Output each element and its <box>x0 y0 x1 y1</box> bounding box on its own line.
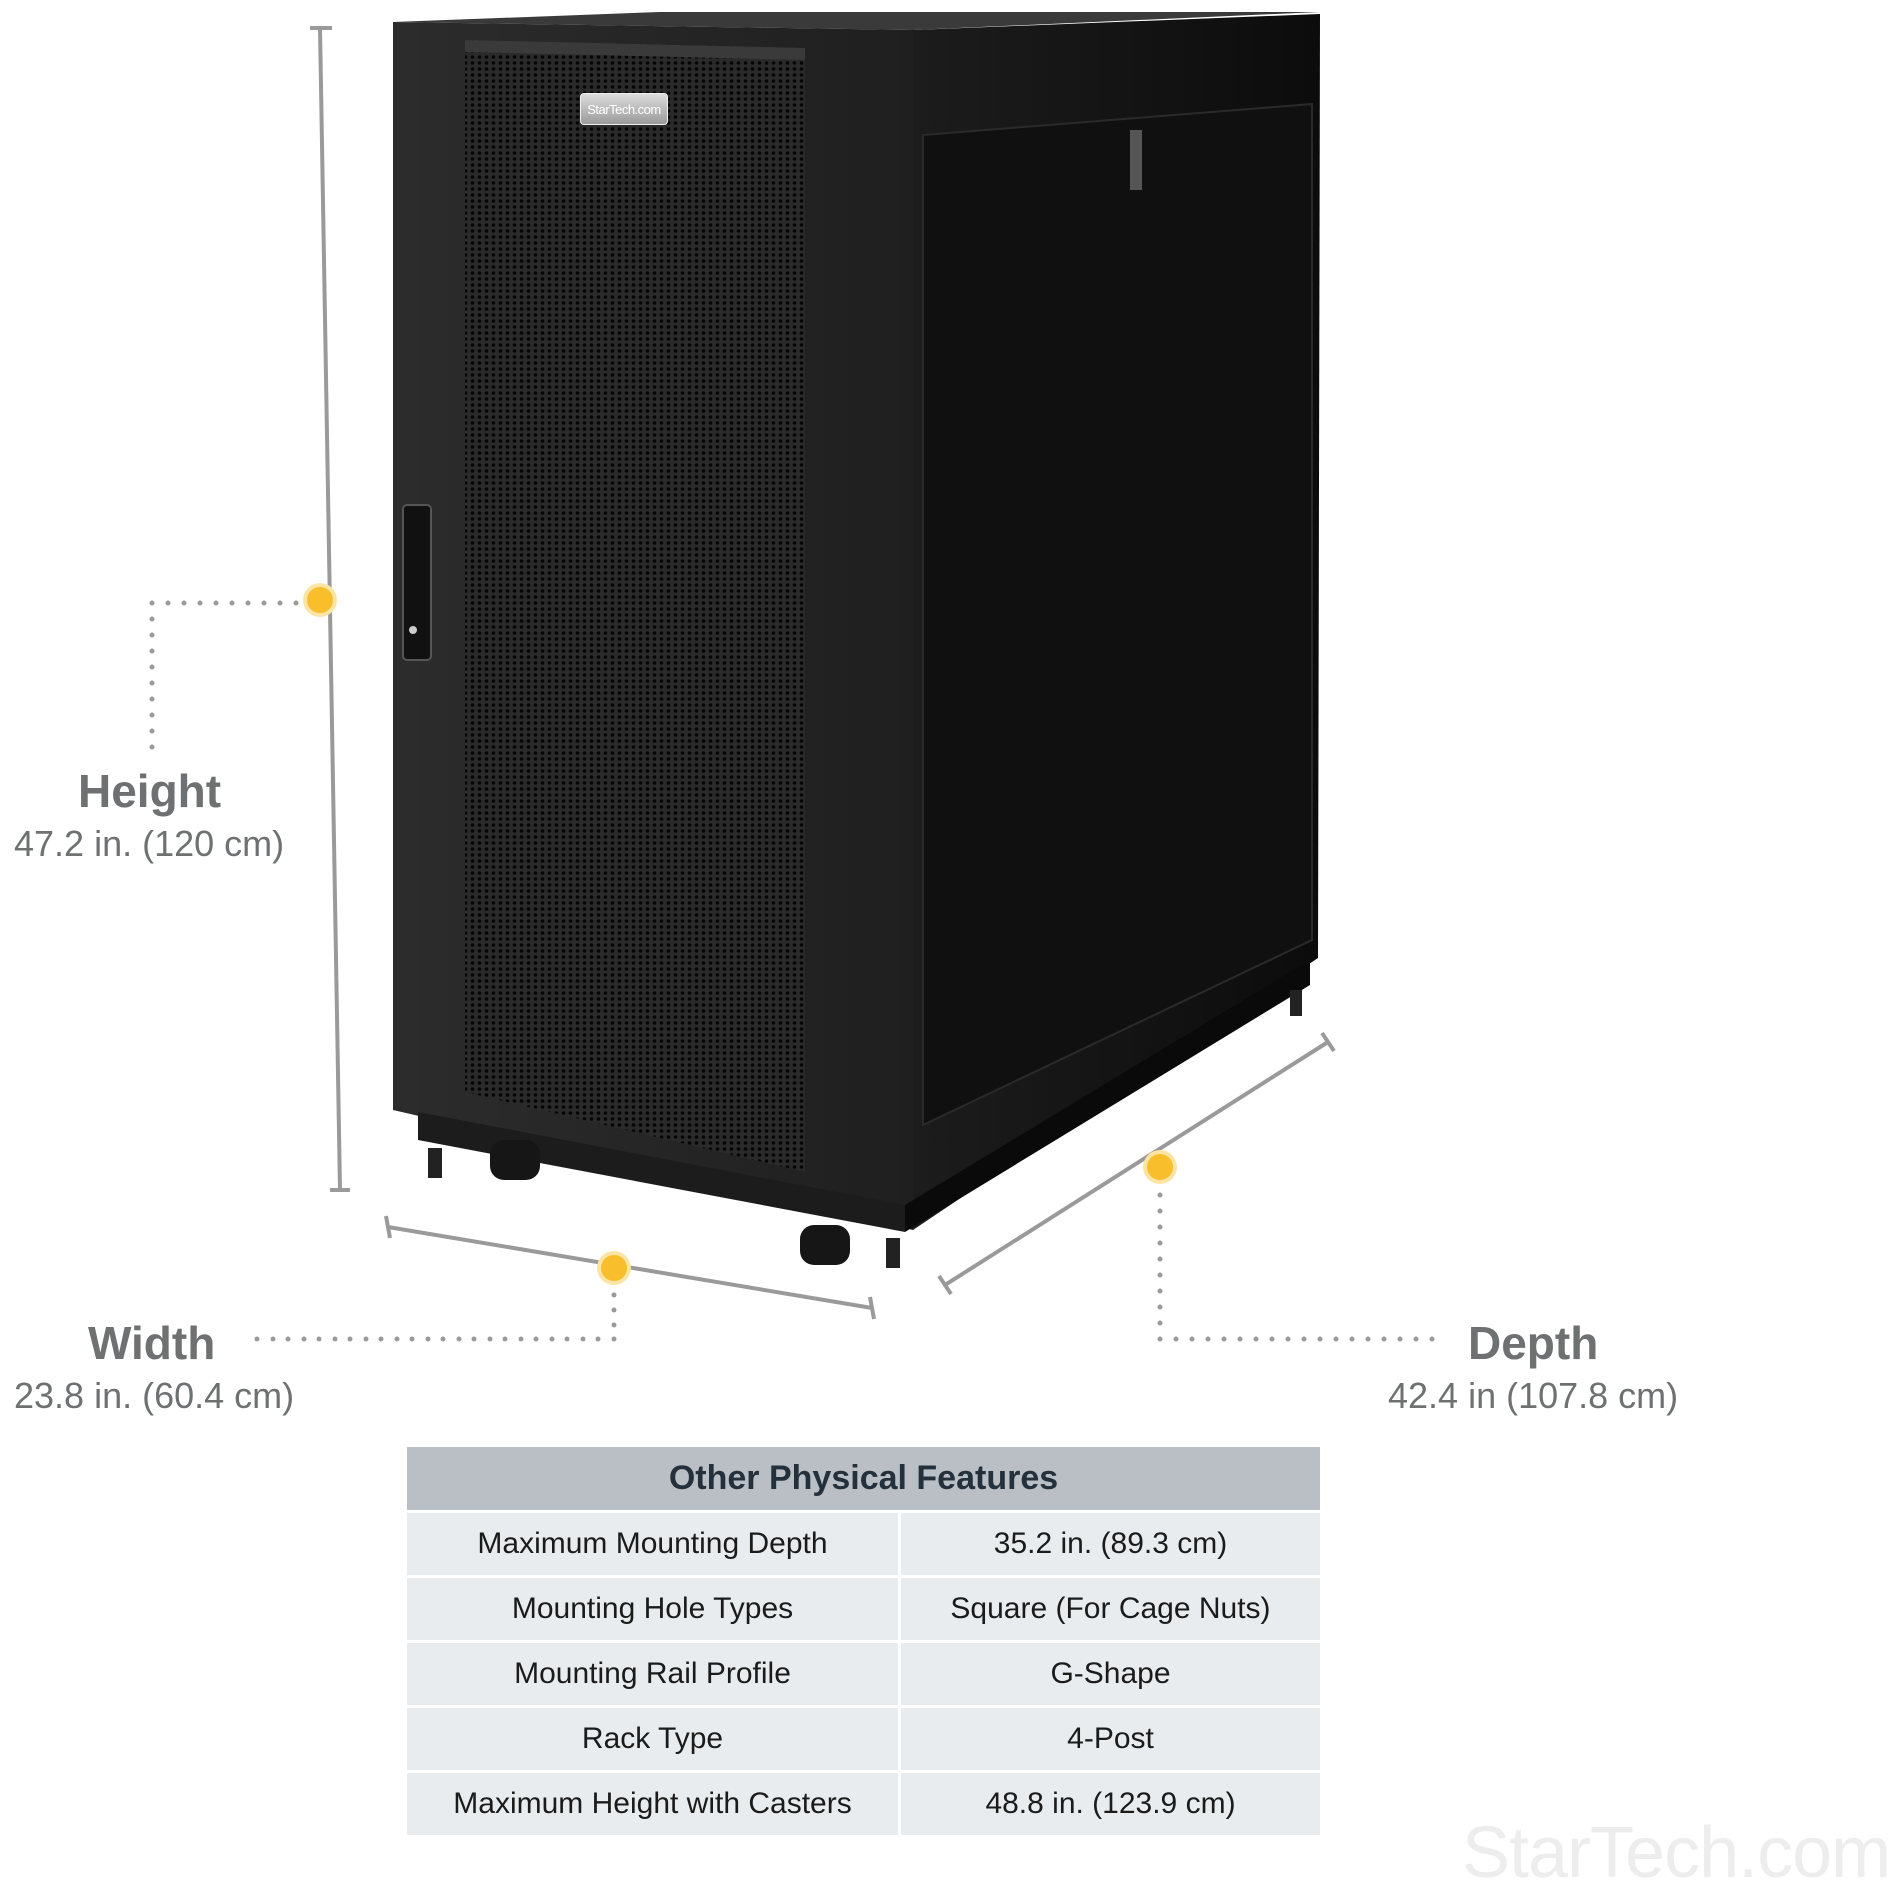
width-value: 23.8 in. (60.4 cm) <box>14 1375 295 1416</box>
table-row: Mounting Hole Types Square (For Cage Nut… <box>407 1578 1320 1640</box>
depth-value: 42.4 in (107.8 cm) <box>1388 1375 1679 1416</box>
row-value: G-Shape <box>901 1643 1320 1705</box>
caster-wheel <box>490 1140 540 1180</box>
perforated-front-door <box>465 40 805 1172</box>
leveling-foot <box>886 1238 900 1268</box>
depth-dimension-line <box>937 1031 1336 1296</box>
side-door <box>922 102 1313 1127</box>
height-leader-dots <box>149 600 299 750</box>
table-row: Maximum Mounting Depth 35.2 in. (89.3 cm… <box>407 1513 1320 1575</box>
height-marker-dot-icon <box>303 583 337 617</box>
row-label: Mounting Hole Types <box>407 1578 898 1640</box>
server-rack-cabinet <box>393 12 1320 1268</box>
table-title: Other Physical Features <box>407 1447 1320 1510</box>
height-value: 47.2 in. (120 cm) <box>14 823 285 864</box>
door-handle-icon <box>402 504 432 661</box>
physical-features-table: Other Physical Features Maximum Mounting… <box>407 1447 1320 1835</box>
height-label: Height <box>78 765 222 817</box>
table-row: Maximum Height with Casters 48.8 in. (12… <box>407 1773 1320 1835</box>
row-label: Rack Type <box>407 1708 898 1770</box>
depth-marker-dot-icon <box>1143 1150 1177 1184</box>
rack-base <box>418 1112 905 1232</box>
table-row: Rack Type 4-Post <box>407 1708 1320 1770</box>
width-marker-dot-icon <box>597 1251 631 1285</box>
leveling-foot <box>428 1148 442 1178</box>
row-value: Square (For Cage Nuts) <box>901 1578 1320 1640</box>
row-label: Mounting Rail Profile <box>407 1643 898 1705</box>
side-lock-icon <box>1130 130 1142 190</box>
depth-label: Depth <box>1468 1317 1599 1369</box>
table-row: Mounting Rail Profile G-Shape <box>407 1643 1320 1705</box>
width-leader-dots <box>254 1292 617 1342</box>
depth-leader-dots <box>1157 1192 1435 1342</box>
brand-badge: StarTech.com <box>580 93 668 125</box>
row-value: 4-Post <box>901 1708 1320 1770</box>
row-label: Maximum Height with Casters <box>407 1773 898 1835</box>
brand-watermark-logo: StarTech.com <box>1462 1813 1891 1893</box>
rack-top <box>393 12 1320 30</box>
width-label: Width <box>88 1317 216 1369</box>
row-label: Maximum Mounting Depth <box>407 1513 898 1575</box>
row-value: 48.8 in. (123.9 cm) <box>901 1773 1320 1835</box>
leveling-foot <box>1290 990 1302 1016</box>
caster-wheel <box>800 1225 850 1265</box>
row-value: 35.2 in. (89.3 cm) <box>901 1513 1320 1575</box>
